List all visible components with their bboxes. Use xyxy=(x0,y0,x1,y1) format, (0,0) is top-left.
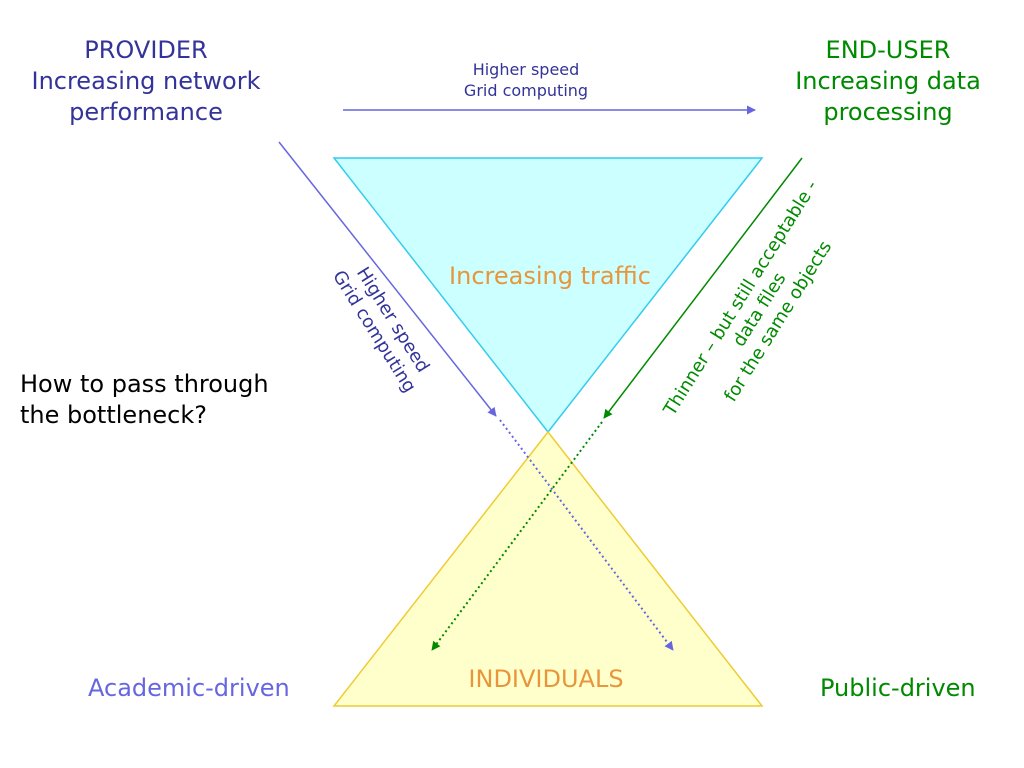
end-user-heading: END-USER Increasing data processing xyxy=(760,35,1016,128)
question-line-1: How to pass through xyxy=(20,370,269,398)
upper-triangle xyxy=(332,157,764,434)
end-user-line-2: Increasing data xyxy=(795,67,981,95)
end-user-label: END-USER xyxy=(825,36,951,64)
bottleneck-question: How to pass through the bottleneck? xyxy=(20,369,269,431)
academic-driven-label: Academic-driven xyxy=(88,674,290,702)
top-arrow-label-line-2: Grid computing xyxy=(463,81,589,100)
lower-triangle-label: INDIVIDUALS xyxy=(468,665,624,693)
public-driven-label: Public-driven xyxy=(820,674,976,702)
provider-label: PROVIDER xyxy=(84,36,208,64)
end-user-line-3: processing xyxy=(823,98,953,126)
provider-line-2: Increasing network xyxy=(31,67,261,95)
provider-line-3: performance xyxy=(69,98,223,126)
question-line-2: the bottleneck? xyxy=(20,401,207,429)
provider-heading: PROVIDER Increasing network performance xyxy=(0,35,292,128)
right-diagonal-arrow xyxy=(603,157,803,419)
top-arrow-label-line-1: Higher speed xyxy=(472,60,580,79)
left-diagonal-arrow xyxy=(278,141,497,417)
upper-triangle-label: Increasing traffic xyxy=(449,262,651,290)
top-arrow-label: Higher speed Grid computing xyxy=(426,59,626,101)
lower-triangle xyxy=(332,430,764,707)
